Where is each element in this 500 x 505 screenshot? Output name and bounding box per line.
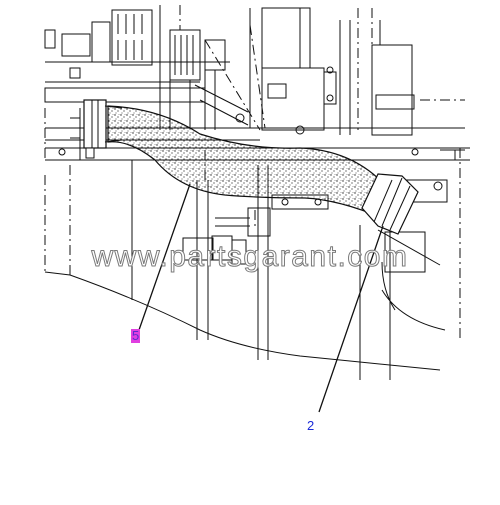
- callout-label-5[interactable]: 5: [131, 328, 141, 343]
- coupler-part-2[interactable]: [361, 173, 419, 235]
- callout-label-2[interactable]: 2: [307, 418, 315, 433]
- watermark-text: www.partsgarant.com: [91, 240, 409, 273]
- leader-line-5: [138, 183, 191, 331]
- leader-line-2: [318, 225, 384, 413]
- background-structure: [44, 5, 470, 380]
- hose-part-5[interactable]: [83, 99, 400, 227]
- hidden-lines: [44, 5, 465, 340]
